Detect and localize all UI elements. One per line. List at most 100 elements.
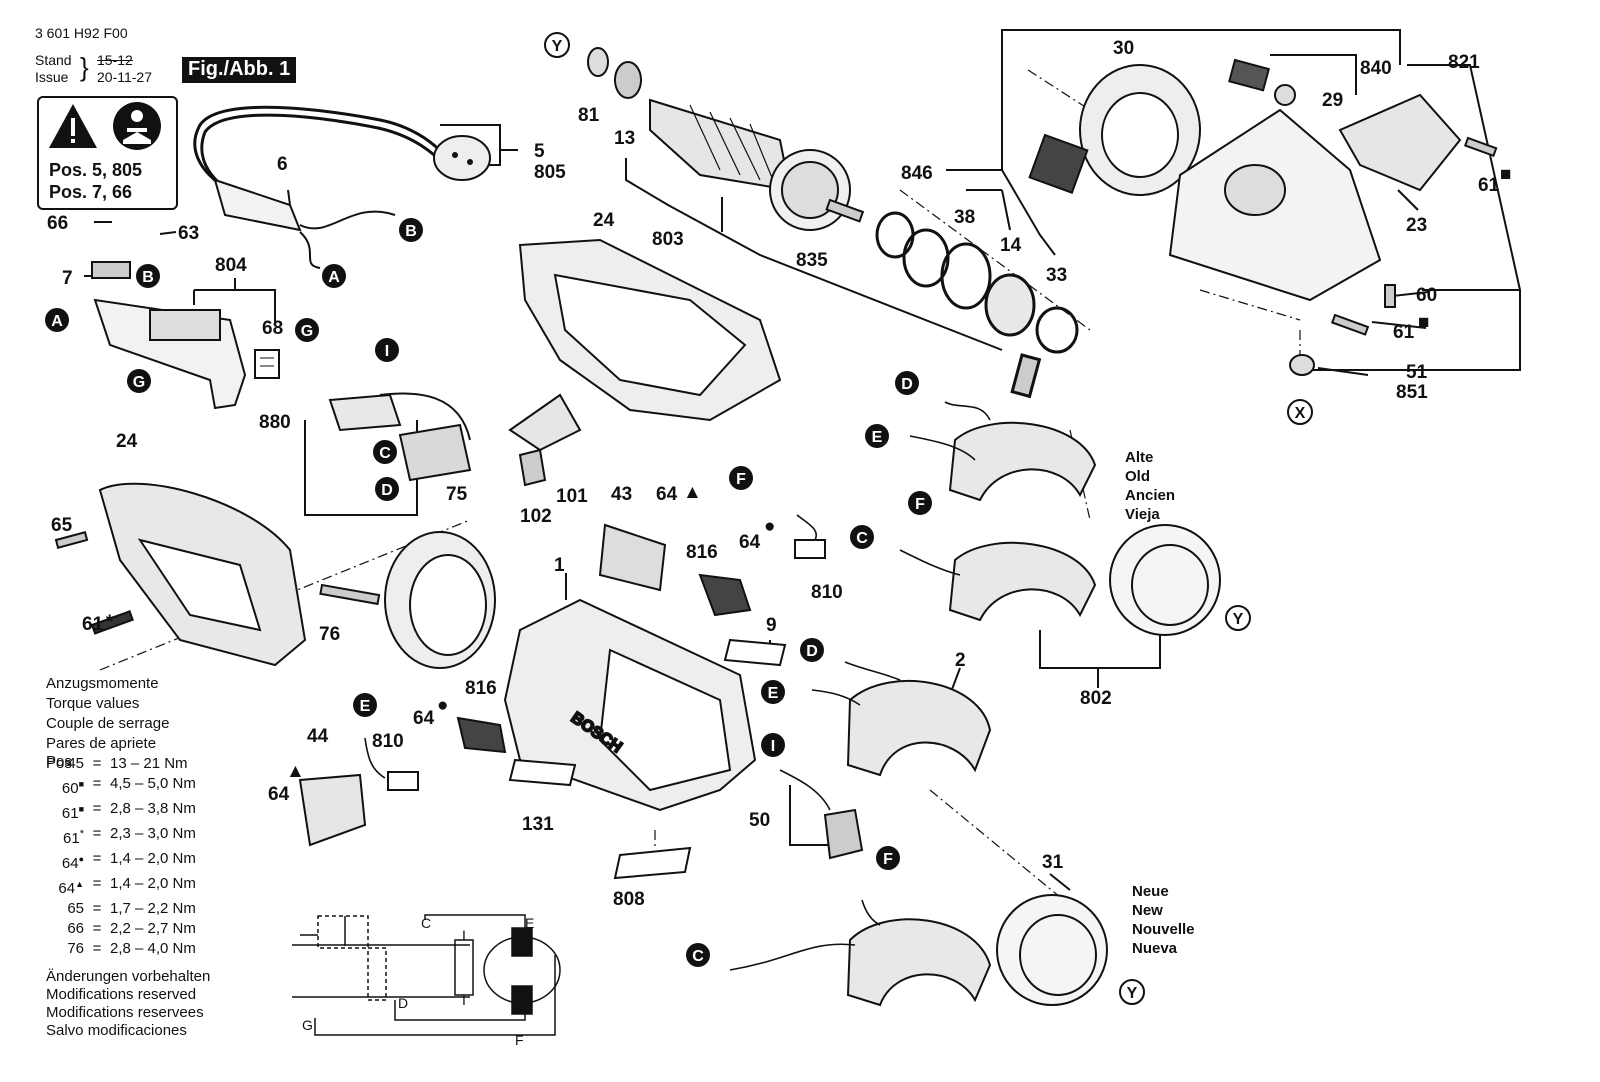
new-date: 20-11-27 bbox=[97, 69, 153, 85]
brush-cover-44 bbox=[298, 773, 367, 847]
torque-row: 76=2,8 – 4,0 Nm bbox=[67, 940, 196, 957]
marker-g-module: G bbox=[295, 318, 319, 342]
lock-button-101 bbox=[508, 393, 582, 487]
svg-text:C: C bbox=[379, 445, 391, 462]
torque-row: 65=1,7 – 2,2 Nm bbox=[67, 900, 196, 917]
brush-holder-816 bbox=[456, 573, 752, 754]
field-housing-31 bbox=[996, 894, 1108, 1006]
label-dot-symbol-top: ● bbox=[764, 516, 775, 537]
warning-box: Pos. 5, 805 Pos. 7, 66 bbox=[37, 96, 178, 210]
label-triangle-symbol-top: ▲ bbox=[683, 482, 702, 503]
label-33: 33 bbox=[1046, 265, 1067, 286]
bearing-rings bbox=[875, 211, 1079, 399]
modifications-fr: Modifications reservees bbox=[46, 1004, 204, 1021]
torque-row: 64●=1,4 – 2,0 Nm bbox=[61, 850, 196, 872]
label-131 bbox=[508, 758, 577, 787]
figure-label: Fig./Abb. 1 bbox=[182, 57, 297, 83]
label-808: 808 bbox=[613, 889, 645, 910]
stand-label: Stand bbox=[35, 52, 72, 68]
warning-icons bbox=[49, 102, 161, 150]
label-43: 43 bbox=[611, 484, 632, 505]
marker-a-cord: A bbox=[322, 264, 346, 288]
warning-line-1: Pos. 5, 805 bbox=[49, 160, 143, 180]
marker-f-old: F bbox=[908, 491, 932, 515]
torque-table: Anzugsmomente Torque values Couple de se… bbox=[46, 674, 196, 959]
marker-i-module: I bbox=[375, 338, 399, 362]
label-64-triangle-bottom: 64 bbox=[268, 784, 290, 805]
circuit-label-i-top: I bbox=[462, 927, 466, 943]
marker-b-switch: B bbox=[136, 264, 160, 288]
circuit-label-f: F bbox=[515, 1032, 524, 1048]
label-805: 805 bbox=[534, 162, 566, 183]
cord-grommet bbox=[213, 178, 302, 232]
marker-d-top: D bbox=[895, 371, 919, 395]
modifications-es: Salvo modificaciones bbox=[46, 1022, 187, 1039]
label-24-lower: 24 bbox=[116, 431, 138, 452]
marker-c-module: C bbox=[373, 440, 397, 464]
bearing-flange-30 bbox=[1028, 64, 1201, 196]
svg-text:F: F bbox=[915, 496, 925, 513]
svg-text:E: E bbox=[360, 698, 371, 715]
label-13: 13 bbox=[614, 128, 635, 149]
label-808 bbox=[613, 846, 692, 880]
marker-e-left: E bbox=[353, 693, 377, 717]
carbon-brush-810-left bbox=[387, 771, 419, 791]
warning-triangle-icon bbox=[49, 104, 97, 148]
marker-b-cord: B bbox=[399, 218, 423, 242]
torque-title-en: Torque values bbox=[46, 695, 140, 712]
modifications-note: Änderungen vorbehalten Modifications res… bbox=[46, 968, 210, 1040]
label-24-upper: 24 bbox=[593, 210, 615, 231]
label-61-star: 61 bbox=[82, 614, 104, 635]
torque-pos-heading: Pos bbox=[46, 753, 72, 770]
svg-text:C: C bbox=[856, 530, 868, 547]
torque-row: 60■=4,5 – 5,0 Nm bbox=[61, 775, 196, 797]
field-coil-old-top bbox=[948, 421, 1097, 622]
label-76: 76 bbox=[319, 624, 340, 645]
wiring-diagram bbox=[292, 914, 561, 1036]
svg-text:D: D bbox=[901, 376, 913, 393]
warning-line-2: Pos. 7, 66 bbox=[49, 182, 133, 202]
label-803: 803 bbox=[652, 229, 684, 250]
label-1: 1 bbox=[554, 555, 565, 576]
label-804: 804 bbox=[215, 255, 247, 276]
torque-title-es: Pares de apriete bbox=[46, 735, 157, 752]
label-square-symbol-top: ■ bbox=[1500, 164, 1511, 185]
label-29: 29 bbox=[1322, 90, 1343, 111]
label-821: 821 bbox=[1448, 52, 1480, 73]
svg-text:I: I bbox=[385, 343, 389, 360]
label-802: 802 bbox=[1080, 688, 1112, 709]
plug bbox=[433, 135, 491, 181]
modifications-en: Modifications reserved bbox=[46, 986, 197, 1003]
marker-y-top: Y bbox=[544, 32, 570, 58]
document-number: 3 601 H92 F00 bbox=[35, 25, 128, 41]
svg-text:A: A bbox=[51, 313, 63, 330]
label-66: 66 bbox=[47, 213, 68, 234]
label-star-symbol: * bbox=[106, 612, 114, 633]
label-2: 2 bbox=[955, 650, 966, 671]
marker-c-old: C bbox=[850, 525, 874, 549]
label-9: 9 bbox=[766, 615, 777, 636]
marker-f-new: F bbox=[876, 846, 900, 870]
electronic-module bbox=[328, 392, 472, 482]
aux-handle-24 bbox=[54, 482, 307, 667]
label-square-symbol-bottom: ■ bbox=[1418, 312, 1429, 333]
field-coil-new bbox=[846, 918, 992, 1007]
svg-text:X: X bbox=[1295, 405, 1306, 422]
field-housing-old bbox=[1109, 524, 1221, 636]
date-brace: } bbox=[80, 52, 89, 82]
label-851: 851 bbox=[1396, 382, 1428, 403]
gear-housing-821 bbox=[1168, 58, 1498, 376]
svg-text:A: A bbox=[328, 269, 340, 286]
circuit-label-d: D bbox=[398, 995, 408, 1011]
label-23: 23 bbox=[1406, 215, 1427, 236]
marker-y-new: Y bbox=[1119, 979, 1145, 1005]
label-64-dot-top: 64 bbox=[739, 532, 761, 553]
leader-lines bbox=[84, 29, 1521, 891]
svg-text:D: D bbox=[381, 482, 393, 499]
label-61-square-top: 61 bbox=[1478, 175, 1500, 196]
label-840: 840 bbox=[1360, 58, 1392, 79]
marker-e-top: E bbox=[865, 424, 889, 448]
label-50: 50 bbox=[749, 810, 770, 831]
